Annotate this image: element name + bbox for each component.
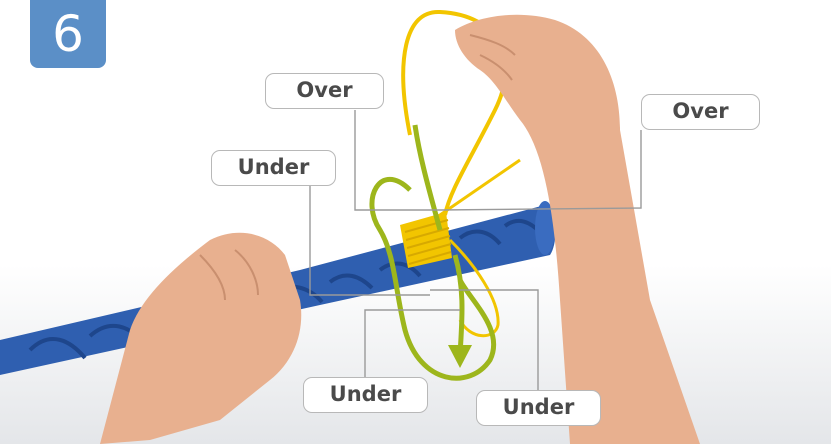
step-number-badge: 6 <box>30 0 106 68</box>
callout-over-left: Over <box>265 73 384 109</box>
callout-over-right: Over <box>641 94 760 130</box>
callout-under-bottom-right: Under <box>476 390 601 426</box>
callout-under-bottom-left: Under <box>303 377 428 413</box>
callout-under-top-left: Under <box>211 150 336 186</box>
